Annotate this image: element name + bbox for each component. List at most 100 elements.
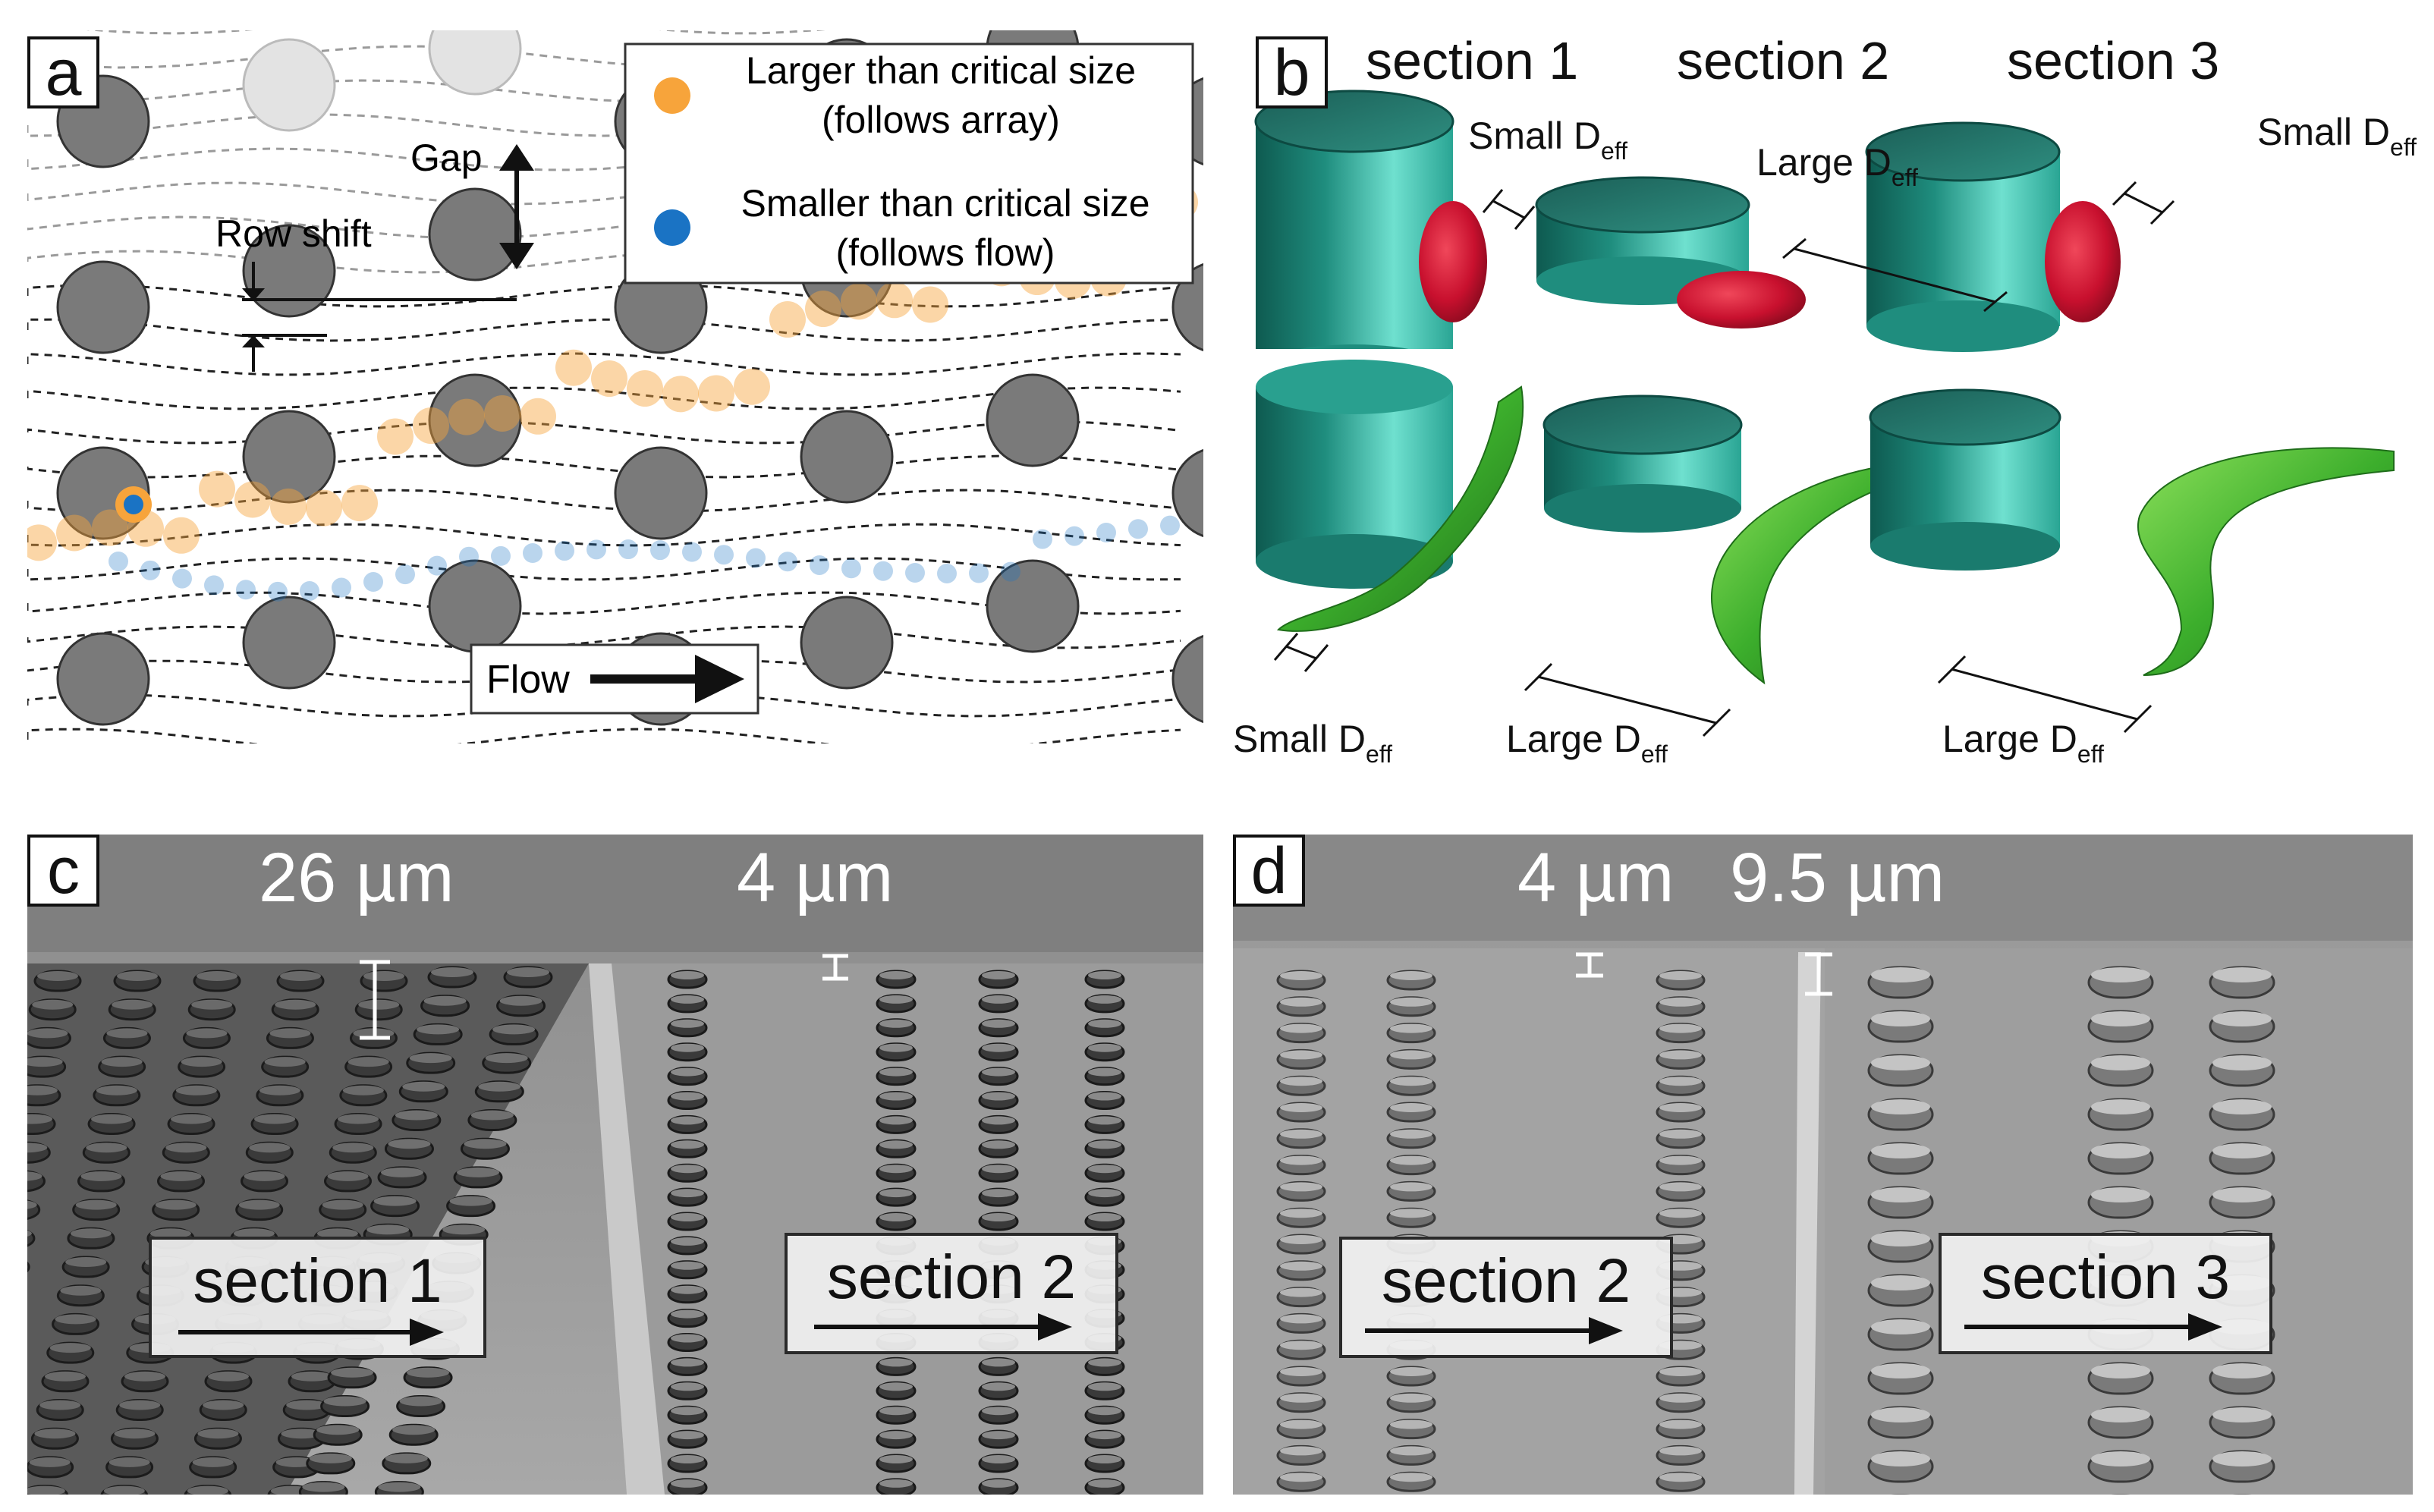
pillar-top (1280, 1235, 1322, 1244)
post (428, 187, 522, 281)
legend-large-marker (654, 77, 690, 114)
deff-s3-bottom: Large Deff (1942, 718, 2104, 768)
post (56, 260, 150, 354)
pillar-top (1280, 1155, 1322, 1165)
legend-larger-line1: Larger than critical size (746, 49, 1136, 92)
pillar-top (449, 1196, 492, 1206)
pillar-top (254, 1114, 296, 1124)
pillar-top (1280, 1077, 1322, 1086)
pillar-top (186, 1028, 228, 1039)
small-particle-position (204, 575, 224, 596)
small-particle-position (682, 542, 702, 562)
panel-b: b section 1 section 2 section 3 Small De… (1233, 30, 2417, 781)
section2-post-top (1535, 176, 1750, 305)
small-particle-position (618, 539, 638, 560)
pillar-top (385, 1453, 428, 1463)
pillar-top (323, 1396, 366, 1407)
pillar-top (1871, 967, 1930, 982)
pillar-top (1280, 1446, 1322, 1456)
pillar-top (171, 1114, 212, 1124)
pillar-top (27, 1057, 63, 1067)
pillar-top (2091, 1099, 2150, 1114)
small-particle-position (969, 563, 989, 583)
pillar-top (1390, 1182, 1432, 1192)
flow-label: Flow (486, 658, 570, 702)
pillar-top (671, 1285, 704, 1294)
pillar-top (1659, 1473, 1702, 1482)
pillar-top (879, 1479, 913, 1488)
small-particle-trajectory (108, 495, 1180, 602)
pillar-top (1659, 1103, 1702, 1112)
sem-c-label-right: section 2 (785, 1233, 1118, 1354)
pillar-top (2212, 1407, 2272, 1422)
panel-a: Gap Row shift Larger than critical size … (27, 30, 1203, 743)
section3-post-top (1865, 121, 2061, 352)
small-particle-position (1064, 526, 1084, 546)
pillar-top (1659, 971, 1702, 980)
pillar-top (65, 1257, 107, 1267)
pillar-top (27, 1085, 58, 1095)
pillar-top (1390, 1473, 1432, 1482)
small-particle-position (523, 542, 542, 563)
large-particle-position (27, 524, 57, 561)
pillar-top (409, 1053, 452, 1064)
row-shift-label: Row shift (215, 212, 372, 255)
small-particle-position (650, 540, 670, 561)
pillar-top (1659, 1209, 1702, 1218)
pillar-top (1088, 1116, 1121, 1125)
sem-d-scale-bars (1576, 952, 1832, 996)
pillar-top (1280, 1314, 1322, 1324)
pillar-top (373, 1196, 417, 1206)
pillar-top (378, 1482, 421, 1492)
pillar-top (879, 1067, 913, 1077)
pillar-top (671, 995, 704, 1004)
pillar-top (327, 1171, 369, 1181)
pillar-top (1871, 1011, 1930, 1026)
pillar-top (281, 1429, 322, 1439)
pillar-top (39, 1400, 81, 1410)
pillar-top (1280, 1419, 1322, 1429)
pillar-top (879, 1165, 913, 1174)
pillar-top (671, 1067, 704, 1077)
pillar-top (879, 1431, 913, 1440)
streamline (27, 318, 1181, 342)
pillar-top (1088, 1455, 1121, 1463)
pillar-top (70, 1228, 112, 1239)
pillar-top (1280, 1367, 1322, 1376)
pillar-top (29, 1457, 71, 1467)
small-particle-position (1096, 522, 1116, 542)
pillar-top (1659, 997, 1702, 1007)
pillar-top (1390, 1446, 1432, 1456)
section1-post-bottom (1256, 360, 1453, 589)
large-particle-position (56, 514, 93, 552)
legend-smaller-line2: (follows flow) (836, 231, 1055, 274)
pillar-top (2091, 1055, 2150, 1070)
small-particle-position (810, 555, 829, 575)
streamline (27, 284, 1181, 308)
pillar-top (332, 1143, 374, 1153)
pillar-top (2091, 1187, 2150, 1202)
pillar-top (119, 1400, 161, 1410)
pillar-top (1871, 1231, 1930, 1246)
pillar-top (2091, 1363, 2150, 1378)
sem-d-scale-left: 4 µm (1517, 839, 1675, 916)
streamline (86, 30, 825, 35)
pillar-top (44, 1371, 86, 1382)
pillar-top (259, 1085, 300, 1095)
pillar-top (2091, 967, 2150, 982)
row-shift-marker (242, 262, 517, 372)
large-particle-position (234, 481, 271, 518)
pillar-top (1280, 997, 1322, 1007)
large-particle-position (448, 398, 485, 435)
pillar-top (982, 1479, 1015, 1488)
pillar-top (322, 1199, 363, 1210)
sem-c-scale-bars (360, 954, 848, 1040)
pillar-top (165, 1143, 207, 1153)
pillar-top (1390, 1050, 1432, 1060)
pillar-top (478, 1081, 521, 1092)
pillar-top (879, 995, 913, 1004)
pillar-top (238, 1199, 280, 1210)
pillar-top (1871, 1451, 1930, 1466)
pillar-top (175, 1085, 217, 1095)
pillar-top (671, 1358, 704, 1367)
